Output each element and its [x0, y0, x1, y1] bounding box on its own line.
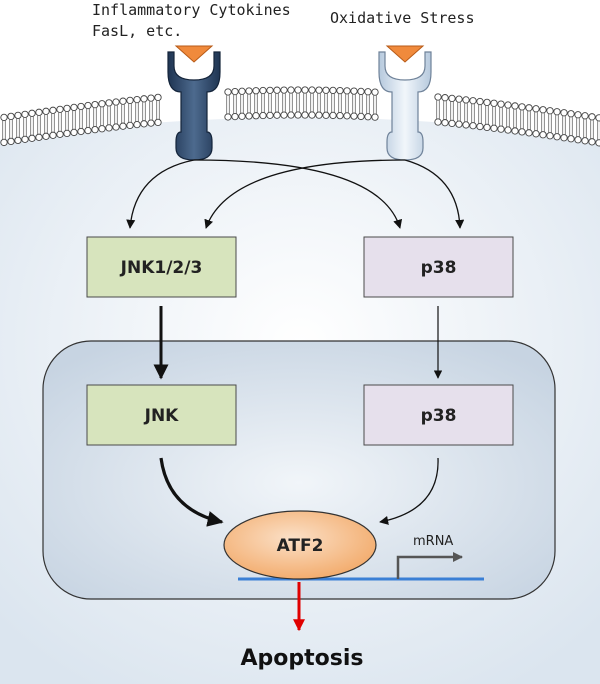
mrna-label: mRNA [413, 534, 453, 549]
cell-membrane [0, 86, 600, 147]
ligand-triangle-left-icon [174, 45, 214, 63]
arrow-p38-to-atf2 [379, 457, 439, 525]
jnk123-box: JNK1/2/3 [86, 236, 237, 298]
arrow-right-receptor-to-jnk [204, 159, 406, 229]
jnk123-label: JNK1/2/3 [120, 258, 203, 278]
p38-cyto-box: p38 [363, 236, 514, 298]
p38-nuclear-box: p38 [363, 384, 514, 446]
ligand-triangle-right-icon [385, 45, 425, 63]
arrow-left-receptor-to-jnk [126, 159, 195, 229]
p38-cyto-label: p38 [421, 258, 457, 278]
atf2-node: ATF2 [223, 510, 377, 580]
stimulus-label-fasl: FasL, etc. [92, 22, 182, 40]
p38-nuclear-label: p38 [421, 406, 457, 426]
atf2-label: ATF2 [277, 536, 324, 556]
receptor-right-icon [378, 51, 432, 161]
transcription-arrow-icon [396, 552, 463, 579]
arrow-jnk-to-atf2 [159, 457, 224, 527]
stimulus-label-inflammatory: Inflammatory Cytokines [92, 1, 291, 19]
stimulus-label-oxidative: Oxidative Stress [330, 9, 475, 27]
jnk-nuclear-label: JNK [144, 406, 180, 426]
receptor-left-icon [167, 51, 221, 161]
apoptosis-label: Apoptosis [241, 646, 364, 671]
arrow-left-receptor-to-p38 [193, 159, 403, 229]
arrow-right-receptor-to-p38 [404, 159, 465, 229]
jnk-nuclear-box: JNK [86, 384, 237, 446]
